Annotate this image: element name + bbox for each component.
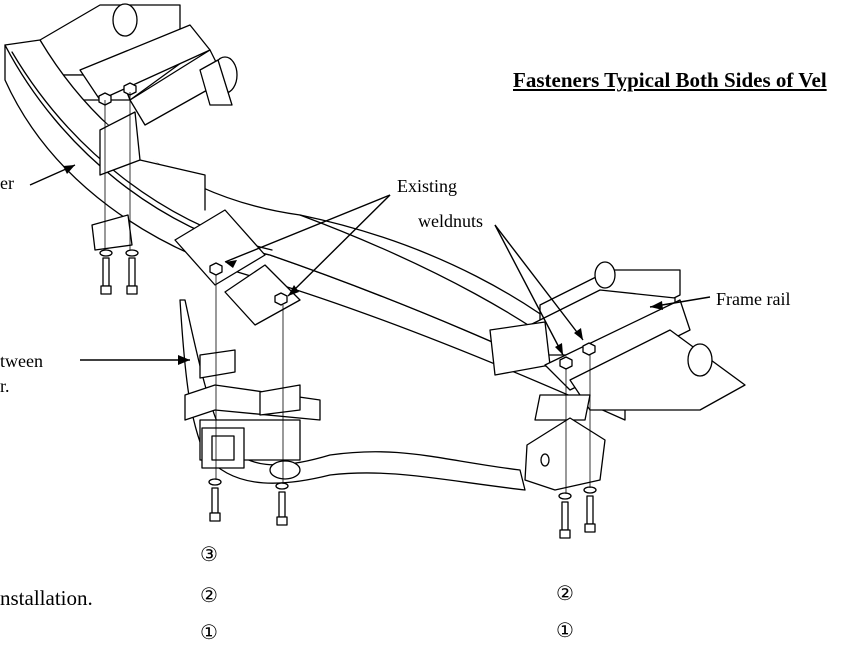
right-frame-rail xyxy=(489,261,746,421)
callout-2-right: ② xyxy=(556,581,574,605)
callout-3-left: ③ xyxy=(200,542,218,566)
weldnut-icons xyxy=(98,82,596,370)
callout-1-left: ① xyxy=(200,620,218,644)
installation-note: nstallation. xyxy=(0,586,93,610)
callout-2-left: ② xyxy=(200,583,218,607)
callout-1-right: ① xyxy=(556,618,574,642)
arrowheads xyxy=(63,165,663,365)
between-label: tween xyxy=(0,351,43,371)
alignment-lines xyxy=(104,92,591,494)
bolt-icons xyxy=(99,249,597,539)
frame-rail-label: Frame rail xyxy=(716,289,791,309)
between-label-cont: r. xyxy=(0,376,10,396)
receiver-hitch xyxy=(91,214,606,491)
bumper-label: er xyxy=(0,173,14,193)
weldnuts-label: weldnuts xyxy=(418,211,483,231)
existing-label: Existing xyxy=(397,176,458,196)
diagram-title: Fasteners Typical Both Sides of Vel xyxy=(513,68,827,92)
